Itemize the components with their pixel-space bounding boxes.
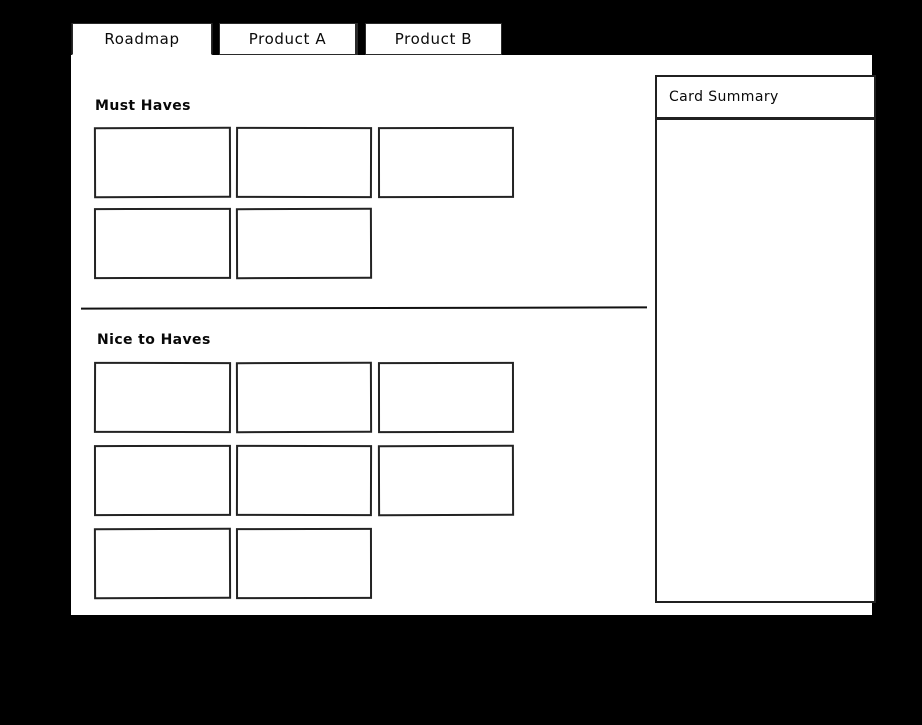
roadmap-card[interactable] xyxy=(235,361,373,434)
roadmap-card[interactable] xyxy=(235,126,373,199)
roadmap-card[interactable] xyxy=(235,207,373,280)
roadmap-card[interactable] xyxy=(377,444,515,517)
roadmap-card[interactable] xyxy=(235,444,373,517)
card-summary-panel: Card Summary xyxy=(655,75,876,603)
section-title-nice-to-haves: Nice to Haves xyxy=(97,332,211,348)
roadmap-card[interactable] xyxy=(377,126,515,199)
tab-product-a-label: Product A xyxy=(248,30,327,48)
card-summary-header: Card Summary xyxy=(655,75,876,119)
tab-product-b[interactable]: Product B xyxy=(365,23,502,55)
tab-product-a[interactable]: Product A xyxy=(219,23,358,55)
roadmap-card[interactable] xyxy=(93,527,232,600)
window-body: Must Haves Nice to Haves xyxy=(71,55,876,615)
tab-roadmap[interactable]: Roadmap xyxy=(72,23,212,55)
roadmap-card[interactable] xyxy=(377,361,515,434)
roadmap-card[interactable] xyxy=(93,207,232,280)
card-summary-body[interactable] xyxy=(655,118,876,603)
tab-strip: Roadmap Product A Product B xyxy=(71,20,872,56)
roadmap-card[interactable] xyxy=(235,527,373,600)
tab-roadmap-label: Roadmap xyxy=(104,30,180,48)
app-window: Roadmap Product A Product B Must Haves xyxy=(71,20,876,615)
card-summary-title: Card Summary xyxy=(669,89,779,105)
board-column: Must Haves Nice to Haves xyxy=(71,55,649,615)
roadmap-card[interactable] xyxy=(93,361,232,434)
section-title-must-haves: Must Haves xyxy=(95,98,191,114)
tab-product-b-label: Product B xyxy=(394,30,473,48)
section-divider xyxy=(80,306,648,310)
roadmap-card[interactable] xyxy=(93,126,232,199)
roadmap-card[interactable] xyxy=(93,444,232,517)
